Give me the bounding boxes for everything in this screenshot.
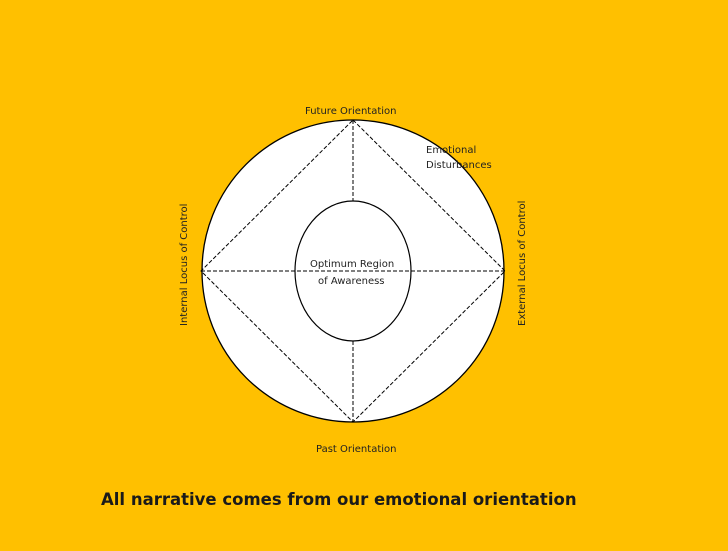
slide-caption: All narrative comes from our emotional o…	[101, 490, 577, 509]
past-orientation-label: Past Orientation	[316, 444, 396, 455]
emotional-disturbances-label-line1: Emotional	[426, 145, 476, 156]
future-orientation-label: Future Orientation	[305, 106, 396, 117]
optimum-region-label-line2: of Awareness	[318, 276, 385, 287]
optimum-region-label-line1: Optimum Region	[310, 259, 394, 270]
external-locus-label: External Locus of Control	[517, 201, 528, 326]
emotional-disturbances-label-line2: Disturbances	[426, 160, 492, 171]
internal-locus-label: Internal Locus of Control	[179, 204, 190, 326]
